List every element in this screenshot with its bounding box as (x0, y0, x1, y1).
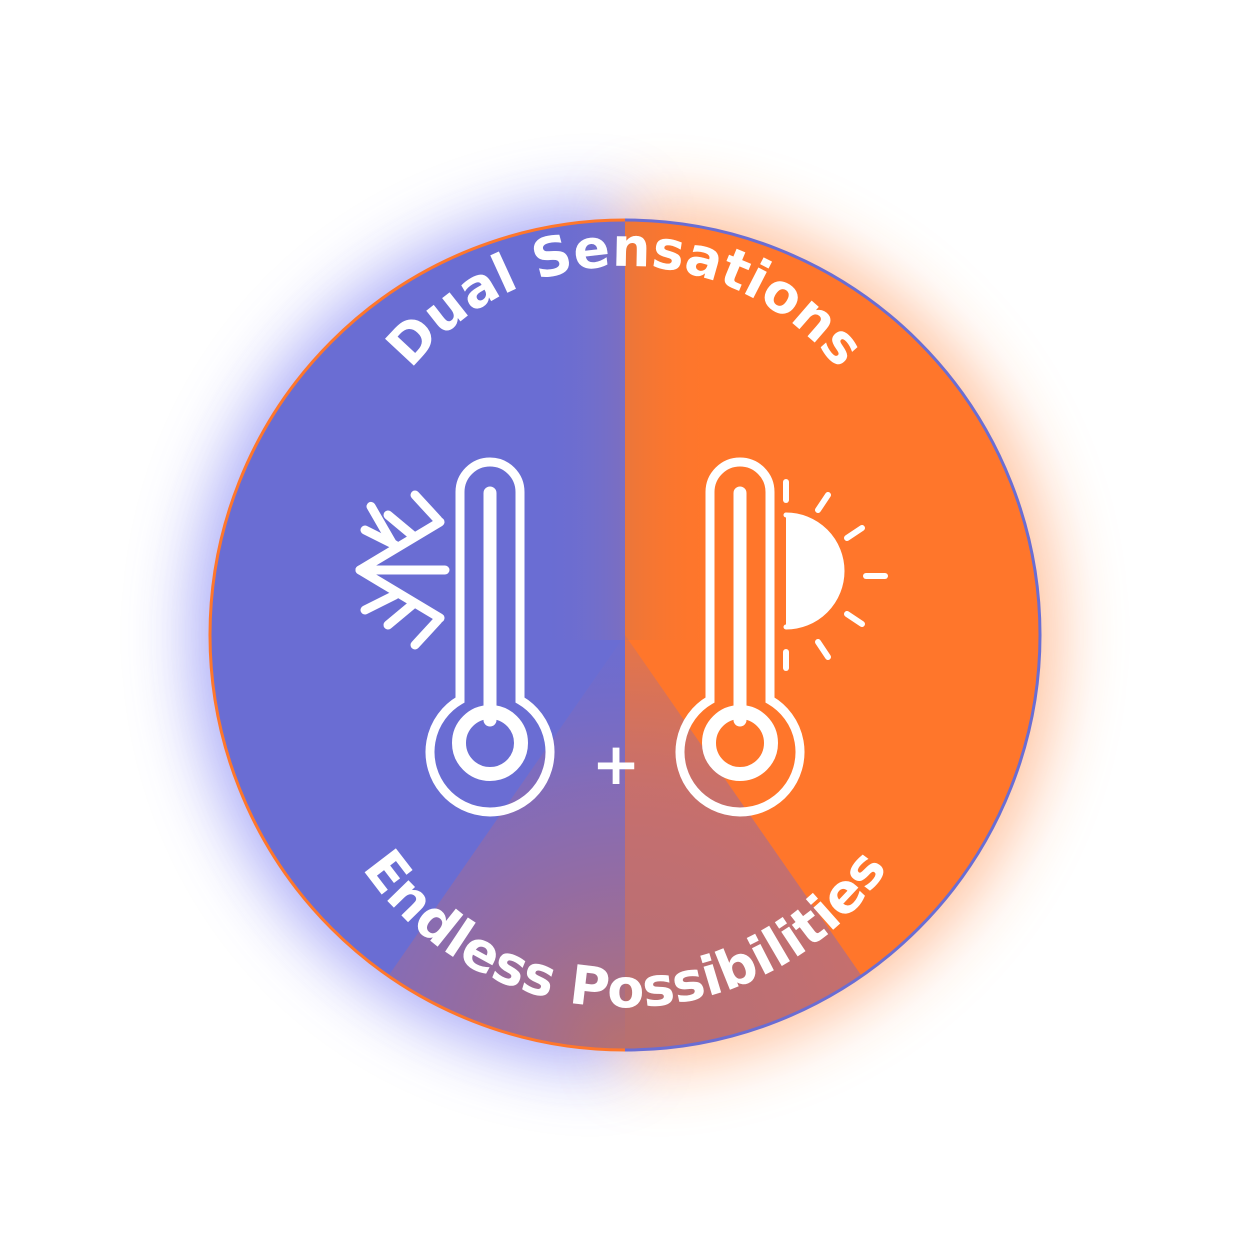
badge-rim-left (208, 218, 626, 1052)
thermometer-bulb (452, 705, 528, 781)
badge-rim-right (624, 218, 1042, 1052)
snowflake-icon (355, 490, 450, 650)
sun-rays (783, 479, 888, 671)
thermometer-outline (425, 457, 555, 817)
plus-separator: + (592, 730, 641, 798)
cold-thermometer-snowflake-icon (355, 457, 555, 817)
hot-thermometer-sun-icon (675, 457, 888, 817)
sun-disc (786, 515, 842, 627)
thermometer-bulb (702, 705, 778, 781)
thermometer-outline (675, 457, 805, 817)
